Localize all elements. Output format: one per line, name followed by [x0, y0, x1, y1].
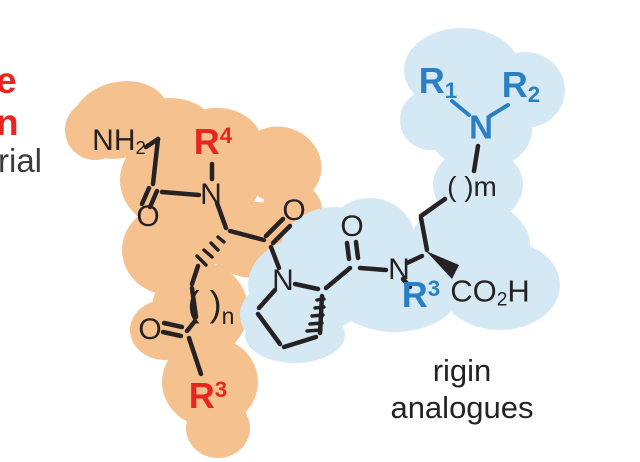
r3-blue-label: R3: [402, 277, 440, 313]
solid-wedge-bond: [426, 251, 459, 279]
bond-lines: [139, 136, 481, 377]
hashed-wedge-bond-proline: [305, 297, 326, 333]
amide3-nitrogen-label: N: [388, 253, 410, 286]
figure-caption: rigin analogues: [352, 352, 572, 426]
margin-text-fragment-1: e: [0, 60, 17, 101]
repeat-n-label: ( )n: [187, 283, 235, 328]
amide1-oxygen-label: O: [136, 200, 160, 233]
r4-sup: 4: [219, 123, 233, 149]
amine-terminal-sub: 2: [135, 137, 146, 159]
r1-main: R: [418, 60, 445, 101]
r3-blue-sup: 3: [427, 276, 441, 302]
amine-terminal-main: NH: [92, 124, 136, 157]
amide2-oxygen-label: O: [282, 194, 306, 227]
amide3-oxygen-label: O: [340, 210, 364, 243]
r4-main: R: [193, 121, 220, 162]
amine-nitrogen-label: N: [469, 108, 493, 146]
amine-terminal-label: NH2: [92, 124, 146, 159]
r3-red-label: R3: [189, 378, 227, 414]
repeat-n-parens: ( ): [187, 283, 222, 324]
r4-label: R4: [194, 124, 232, 160]
margin-text-fragment-2: n: [0, 102, 19, 143]
ketone-oxygen-label: O: [138, 313, 162, 346]
margin-text-fragment-3: rial: [0, 142, 43, 179]
caption-line-2: analogues: [390, 390, 534, 425]
r3-blue-main: R: [401, 274, 428, 315]
proline-nitrogen-label: N: [272, 264, 294, 297]
r1-label: R1: [418, 60, 457, 102]
hashed-wedge-bond: [195, 235, 226, 267]
repeat-m-label: ( )m: [447, 173, 497, 201]
acid-sub: 2: [496, 289, 508, 311]
amide1-nitrogen-label: N: [200, 178, 222, 211]
r1-sub: 1: [444, 77, 458, 103]
caption-line-1: rigin: [432, 353, 492, 388]
repeat-m-parens: ( ): [447, 171, 474, 202]
r2-label: R2: [501, 64, 540, 106]
acid-tail: H: [507, 273, 530, 309]
r2-main: R: [501, 64, 528, 105]
repeat-m-tail: m: [473, 171, 497, 202]
blue-bond-lines: [450, 99, 510, 118]
r3-red-main: R: [188, 375, 215, 416]
carboxylic-acid-label: CO2H: [450, 273, 530, 310]
repeat-n-sub: n: [221, 303, 235, 329]
r3-red-sup: 3: [214, 377, 228, 403]
r2-sub: 2: [527, 81, 541, 107]
acid-main: CO: [450, 273, 497, 309]
